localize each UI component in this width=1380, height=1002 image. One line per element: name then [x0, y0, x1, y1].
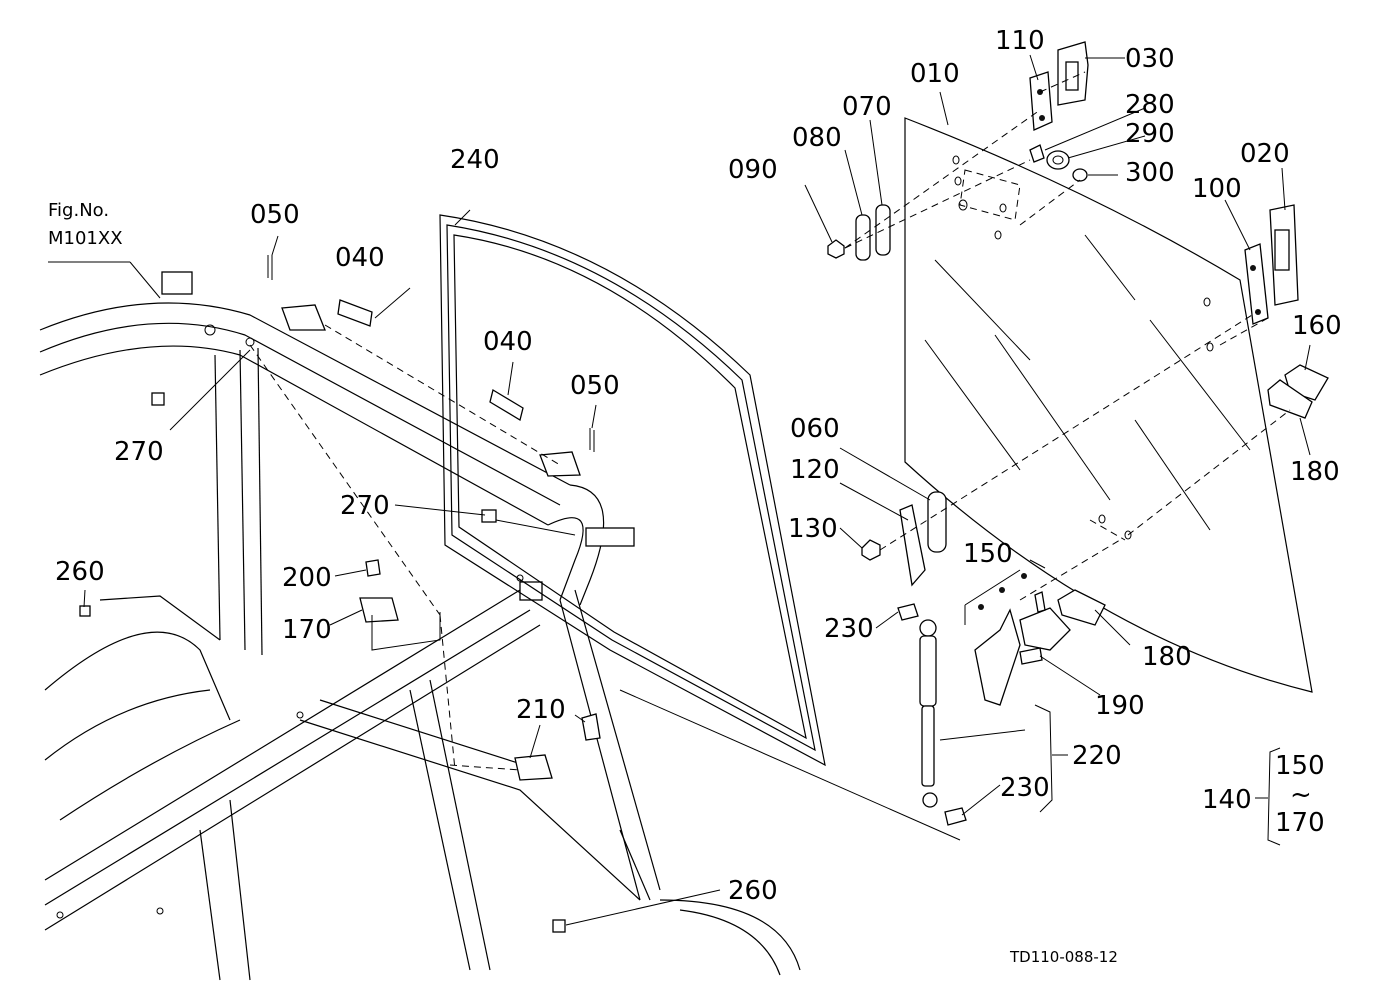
fig-label: Fig.No.: [48, 200, 109, 221]
assembly-dash-lines: [249, 71, 1291, 771]
callout-240: 240: [450, 145, 500, 175]
callout-260: 260: [728, 876, 778, 906]
callout-270: 270: [114, 437, 164, 467]
callout-200: 200: [282, 563, 332, 593]
callout-040: 040: [483, 327, 533, 357]
callout-180: 180: [1142, 642, 1192, 672]
callout-270: 270: [340, 491, 390, 521]
callout-130: 130: [788, 514, 838, 544]
drawing-code: TD110-088-12: [1009, 948, 1118, 966]
callout-010: 010: [910, 59, 960, 89]
figure-info: Fig.No. M101XX TD110-088-12: [48, 200, 1118, 966]
window-seal-frame: [439, 214, 826, 767]
callout-180: 180: [1290, 457, 1340, 487]
callout-290: 290: [1125, 119, 1175, 149]
range-note: 140 150 ~ 170: [1202, 751, 1325, 838]
callout-150: 150: [963, 539, 1013, 569]
range-note-to: 170: [1275, 808, 1325, 838]
callout-100: 100: [1192, 174, 1242, 204]
callout-110: 110: [995, 26, 1045, 56]
range-note-set-number: 140: [1202, 785, 1252, 815]
callout-120: 120: [790, 455, 840, 485]
callout-030: 030: [1125, 44, 1175, 74]
callout-070: 070: [842, 92, 892, 122]
leader-lines: [48, 54, 1311, 926]
rear-glass-panel: [904, 117, 1313, 693]
range-note-from: 150: [1275, 751, 1325, 781]
range-note-tilde: ~: [1290, 780, 1312, 810]
callout-040: 040: [335, 243, 385, 273]
callout-260: 260: [55, 557, 105, 587]
group-brackets: [371, 559, 1281, 846]
callout-210: 210: [516, 695, 566, 725]
callout-080: 080: [792, 123, 842, 153]
callout-160: 160: [1292, 311, 1342, 341]
callout-170: 170: [282, 615, 332, 645]
callout-190: 190: [1095, 691, 1145, 721]
callout-280: 280: [1125, 90, 1175, 120]
callout-050: 050: [250, 200, 300, 230]
callout-230: 230: [1000, 773, 1050, 803]
callout-050: 050: [570, 371, 620, 401]
callout-220: 220: [1072, 741, 1122, 771]
callout-020: 020: [1240, 139, 1290, 169]
callout-labels: 010 020 030 040 040 050 050 060 070 080 …: [55, 26, 1342, 906]
hardware-parts: [79, 41, 1329, 933]
cab-frame: [39, 271, 801, 981]
callout-230: 230: [824, 614, 874, 644]
callout-090: 090: [728, 155, 778, 185]
callout-300: 300: [1125, 158, 1175, 188]
callout-060: 060: [790, 414, 840, 444]
fig-number: M101XX: [48, 228, 123, 249]
